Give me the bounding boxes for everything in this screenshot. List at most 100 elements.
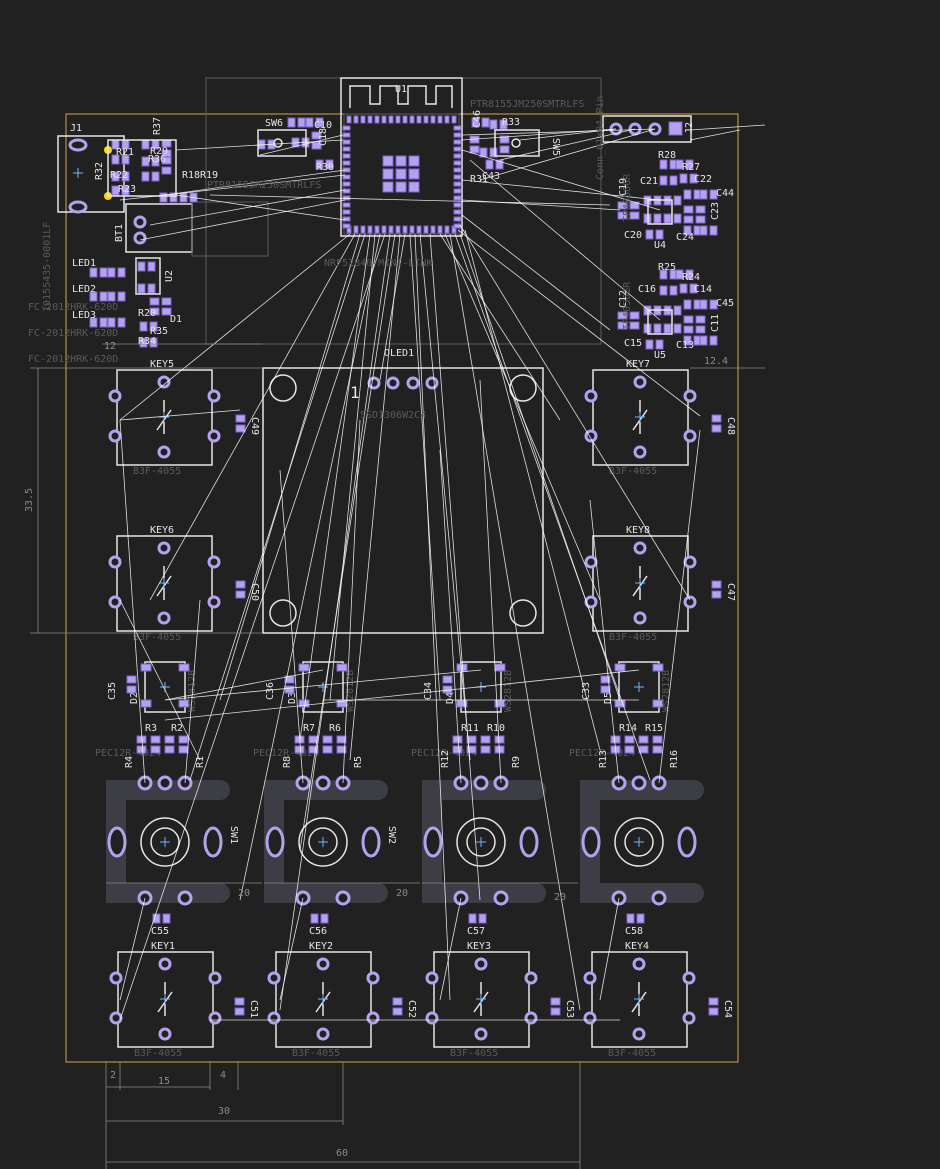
label-u1-value: PTR8155JM250SMTRLFS (470, 99, 584, 110)
label-oled1: OLED1 (384, 348, 414, 359)
airwire (119, 174, 346, 201)
led-value-label: WS2812B (661, 670, 672, 712)
misc-ref-label: C10 (314, 120, 332, 131)
smd-pad (669, 175, 678, 186)
usb-support-outline (107, 139, 177, 197)
smd-pad (117, 317, 126, 328)
u1-pad (437, 115, 443, 124)
u1-pad (374, 225, 380, 234)
key-pin (207, 595, 221, 609)
smd-pad (137, 283, 146, 294)
airwire (479, 128, 656, 181)
key-pin (109, 1011, 123, 1025)
key-pin (157, 375, 171, 389)
smd-pad (708, 997, 719, 1006)
key-center-mark (634, 994, 644, 1004)
smd-pad (610, 735, 621, 744)
led-value-label: WS2812B (345, 670, 356, 712)
smd-pad (699, 225, 708, 236)
led-cap-label: C34 (423, 682, 434, 700)
u1-pad (453, 209, 462, 215)
airwire (689, 129, 741, 141)
smd-pad (161, 156, 172, 165)
smd-pad (149, 297, 160, 306)
u1-pad (444, 115, 450, 124)
label-u1: U1 (395, 84, 407, 95)
encoder-cap-label: C58 (625, 926, 643, 937)
resistor-label: R11 (461, 723, 479, 734)
smd-pad (121, 171, 130, 182)
airwire (164, 669, 482, 701)
airwire (139, 199, 346, 241)
smd-pad (107, 291, 116, 302)
label-u4: U4 (654, 240, 666, 251)
smd-pad (117, 267, 126, 278)
smd-pad (685, 159, 694, 170)
led-pad (140, 663, 152, 672)
key-pin (584, 429, 598, 443)
misc-ref-label: R36 (148, 154, 166, 165)
u1-pad (346, 115, 352, 124)
u1-pad (367, 115, 373, 124)
key-pin (584, 555, 598, 569)
led-outline (618, 661, 660, 713)
smd-pad (452, 745, 463, 754)
u1-pad (353, 225, 359, 234)
smd-pad (164, 745, 175, 754)
smd-pad (139, 321, 148, 332)
key-pin (208, 971, 222, 985)
airwire (209, 194, 611, 206)
u1-pad (423, 115, 429, 124)
key-value-label: B3F-4055 (450, 1048, 498, 1059)
smd-pad (663, 323, 672, 334)
led-center-mark (634, 682, 644, 692)
smd-pad (111, 171, 120, 182)
sw6-outline (257, 129, 307, 157)
encoder-group: PEC12R-4024SW1C55PEC12R-4024SW2C56PEC12R… (95, 748, 697, 937)
label-led1: LED1 (72, 258, 96, 269)
u1-pad (342, 125, 351, 131)
u1-pad (388, 115, 394, 124)
misc-ref-label: C45 (716, 298, 734, 309)
airwire (189, 233, 366, 781)
label-j2: J2 (684, 122, 695, 134)
airwire (459, 233, 621, 701)
smd-pad (152, 913, 161, 924)
smd-pad (471, 117, 480, 128)
label-oled1-value: SSD1306W2C4 (360, 410, 426, 421)
encoder-knob-outline (456, 817, 506, 867)
airwire (379, 233, 406, 381)
smd-pad (294, 745, 305, 754)
label-fc3: FC-2012HRK-620D (28, 354, 118, 365)
key-pin (524, 1011, 538, 1025)
key-value-label: B3F-4055 (609, 632, 657, 643)
key-pin (207, 555, 221, 569)
key-pin (158, 1027, 172, 1041)
key-cap-label: C53 (564, 1000, 575, 1018)
smd-pad (126, 685, 137, 694)
misc-ref-label: R19 (200, 170, 218, 181)
encoder-center-mark (318, 837, 328, 847)
airwire (414, 233, 451, 1001)
smd-pad (235, 590, 246, 599)
smd-pad (600, 675, 611, 684)
resistor-label: R12 (440, 750, 451, 768)
u1-pad (374, 115, 380, 124)
smd-pad (468, 913, 477, 924)
airwire (329, 233, 376, 701)
airwire (184, 599, 201, 784)
led-pad (178, 663, 190, 672)
smd-pad (305, 117, 314, 128)
key-pin (583, 971, 597, 985)
key-pin (157, 611, 171, 625)
key-pin (108, 389, 122, 403)
smd-pad (137, 261, 146, 272)
key-center-mark (635, 578, 645, 588)
key-pin (157, 445, 171, 459)
smd-pad (711, 414, 722, 423)
encoder-mount (107, 826, 127, 858)
airwire (419, 233, 471, 761)
u1-pad (453, 188, 462, 194)
